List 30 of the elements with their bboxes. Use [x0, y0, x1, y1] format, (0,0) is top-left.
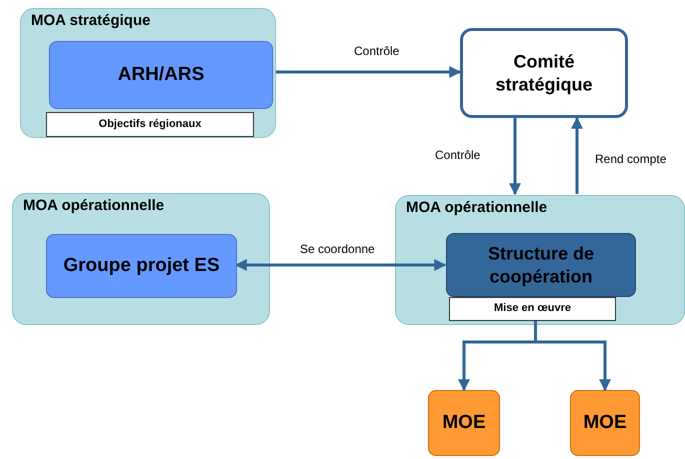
- box-label: Groupe projet ES: [62, 254, 221, 278]
- panel-heading: MOA opérationnelle: [406, 199, 548, 216]
- arrow: [276, 66, 462, 78]
- group-panel: [395, 195, 685, 325]
- arrow: [234, 259, 446, 271]
- panel-heading: MOA stratégique: [31, 12, 150, 29]
- actor-box: [428, 390, 500, 456]
- box-label: Structure de coopération: [486, 242, 596, 288]
- box-label: Mise en œuvre: [492, 302, 572, 316]
- arrow: [571, 116, 583, 194]
- actor-box: [570, 390, 640, 456]
- box-label: MOE: [582, 411, 628, 435]
- process-box: [46, 234, 237, 298]
- edge-label: Contrôle: [352, 44, 402, 58]
- edge-label: Contrôle: [433, 148, 482, 162]
- panel-heading: MOA opérationnelle: [23, 197, 164, 214]
- box-label: Objectifs régionaux: [98, 118, 202, 132]
- group-panel: [12, 193, 270, 325]
- box-label: ARH/ARS: [116, 63, 206, 87]
- process-box: [49, 41, 273, 109]
- arrow: [509, 118, 521, 196]
- process-box: [446, 233, 636, 297]
- note-box: [449, 297, 616, 321]
- box-label: MOE: [441, 411, 487, 435]
- edge-label: Rend compte: [593, 152, 668, 166]
- committee-box: [460, 28, 628, 118]
- note-box: [46, 112, 254, 137]
- edge-label: Se coordonne: [298, 242, 377, 256]
- box-label: Comité stratégique: [494, 50, 594, 96]
- group-panel: [20, 8, 276, 138]
